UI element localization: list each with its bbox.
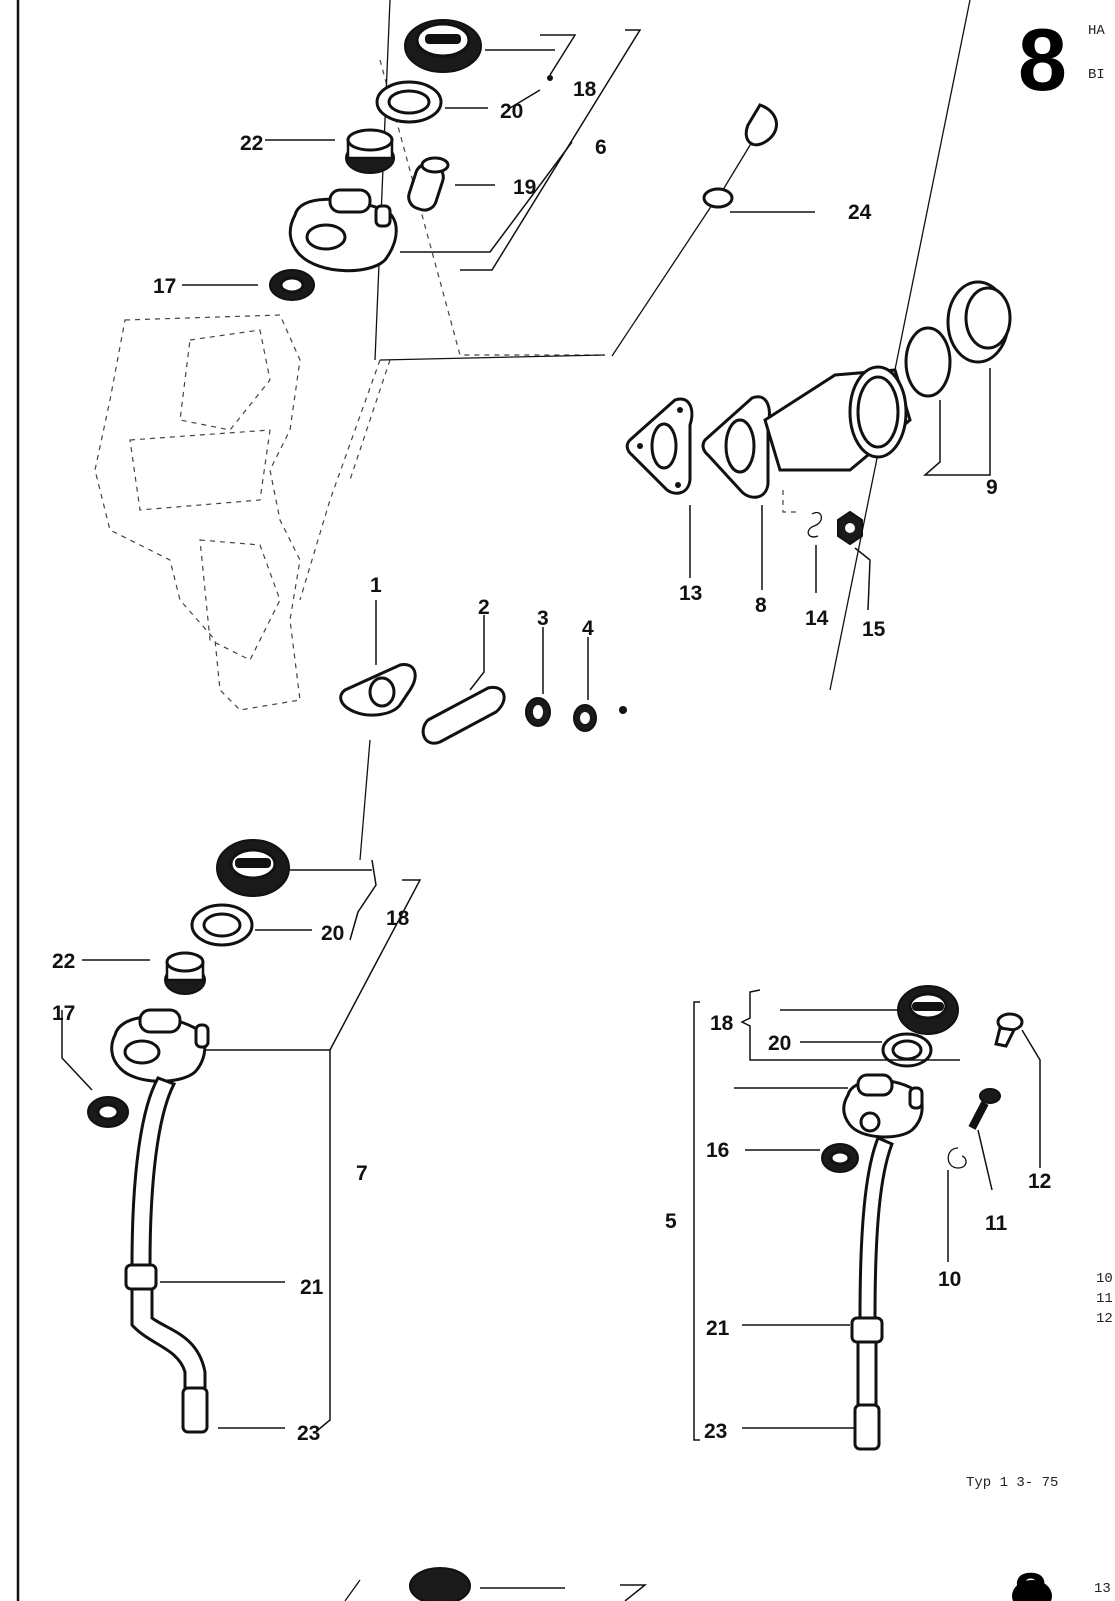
plug-part-22 [345, 128, 395, 174]
washer-part-14 [782, 490, 822, 538]
label-22-lower: 22 [52, 950, 75, 973]
gasket-part-20 [375, 80, 443, 124]
hose-end-part-23-right [853, 1403, 881, 1451]
middle-parts [339, 600, 627, 745]
bolt-part-11 [968, 1088, 1001, 1130]
label-20-lower: 20 [321, 922, 344, 945]
housing-part-5 [842, 1073, 924, 1139]
margin-fragment-11: 11 [1096, 1291, 1113, 1307]
cap-part-18-right [897, 985, 959, 1035]
next-section-fragment [344, 1567, 1052, 1601]
label-5: 5 [665, 1210, 677, 1233]
label-6: 6 [595, 136, 607, 159]
section-heading-line1: HA [1088, 23, 1105, 39]
label-1: 1 [370, 574, 382, 597]
next-section-number-mark [1012, 1580, 1052, 1601]
leaders-lower-right [693, 989, 1041, 1441]
dipstick-part-24 [611, 103, 815, 357]
label-8: 8 [755, 594, 767, 617]
seal-part-17 [269, 269, 315, 301]
label-7: 7 [356, 1162, 368, 1185]
housing-part-7 [110, 1008, 210, 1083]
label-16: 16 [706, 1139, 729, 1162]
label-18-top: 18 [573, 78, 597, 101]
part-labels: 18 20 6 22 19 24 17 9 13 8 14 15 1 2 3 4… [52, 78, 1051, 1445]
seal-part-17-lower [87, 1096, 129, 1128]
lower-assembly-5 [821, 985, 1024, 1451]
breather-tube-part-21 [124, 1076, 207, 1392]
label-21-right: 21 [706, 1317, 730, 1340]
section-number: 8 [1018, 10, 1067, 109]
type-note: Typ 1 3- 75 [966, 1475, 1058, 1491]
label-18-right: 18 [710, 1012, 734, 1035]
housing-part-6 [288, 188, 398, 273]
cap-part-18-lower [216, 839, 290, 897]
margin-fragment-12: 12 [1096, 1311, 1113, 1327]
label-4: 4 [582, 617, 594, 640]
label-12: 12 [1028, 1170, 1051, 1193]
label-10: 10 [938, 1268, 961, 1291]
leaders-lower-left [61, 859, 422, 1431]
upper-assembly-6 [269, 19, 482, 301]
cap-part-18 [404, 19, 482, 73]
label-17-lower: 17 [52, 1002, 75, 1025]
label-14: 14 [805, 607, 829, 630]
label-19: 19 [513, 176, 536, 199]
label-13: 13 [679, 582, 702, 605]
label-9: 9 [986, 476, 998, 499]
hose-end-part-23 [181, 1386, 209, 1434]
footer-page-fragment: 13 [1094, 1581, 1111, 1597]
label-2: 2 [478, 596, 490, 619]
tube-part-19 [407, 156, 450, 212]
clip-part-10 [947, 1147, 967, 1169]
washer-part-3 [525, 697, 551, 727]
footer-section-number: 8 [1014, 1561, 1047, 1601]
filler-neck-assembly [625, 280, 1012, 611]
section-heading-line2: BI [1088, 67, 1105, 83]
label-20-right: 20 [768, 1032, 791, 1055]
margin-fragment-10: 10 [1096, 1271, 1113, 1287]
label-21-lower: 21 [300, 1276, 324, 1299]
label-23-lower: 23 [297, 1422, 320, 1445]
engine-block-outline [94, 59, 600, 711]
label-23-right: 23 [704, 1420, 727, 1443]
gasket-part-1 [339, 663, 417, 717]
filler-cap-part-9 [904, 280, 1012, 476]
nut-part-15 [837, 510, 863, 546]
label-11: 11 [985, 1212, 1008, 1235]
label-15: 15 [862, 618, 886, 641]
leaders-upper [182, 29, 642, 286]
plug-part-22-lower [164, 951, 206, 995]
label-18-lower: 18 [386, 907, 410, 930]
cover-plate-part-2 [421, 685, 506, 745]
gasket-part-20-lower [190, 903, 254, 947]
label-17-top: 17 [153, 275, 176, 298]
lower-assembly-7 [87, 839, 290, 1434]
label-22-top: 22 [240, 132, 263, 155]
seal-part-16 [821, 1143, 859, 1173]
screw-part-12 [994, 1012, 1024, 1048]
label-20-top: 20 [500, 100, 523, 123]
nut-part-4 [573, 704, 627, 732]
label-3: 3 [537, 607, 549, 630]
gasket-part-20-right [881, 1032, 933, 1068]
label-24: 24 [848, 201, 872, 224]
flange-gasket-part-13 [625, 397, 694, 495]
breather-tube-part-21-right [850, 1136, 894, 1407]
filler-flange-part-8 [701, 365, 912, 499]
guide-lines [359, 0, 971, 861]
